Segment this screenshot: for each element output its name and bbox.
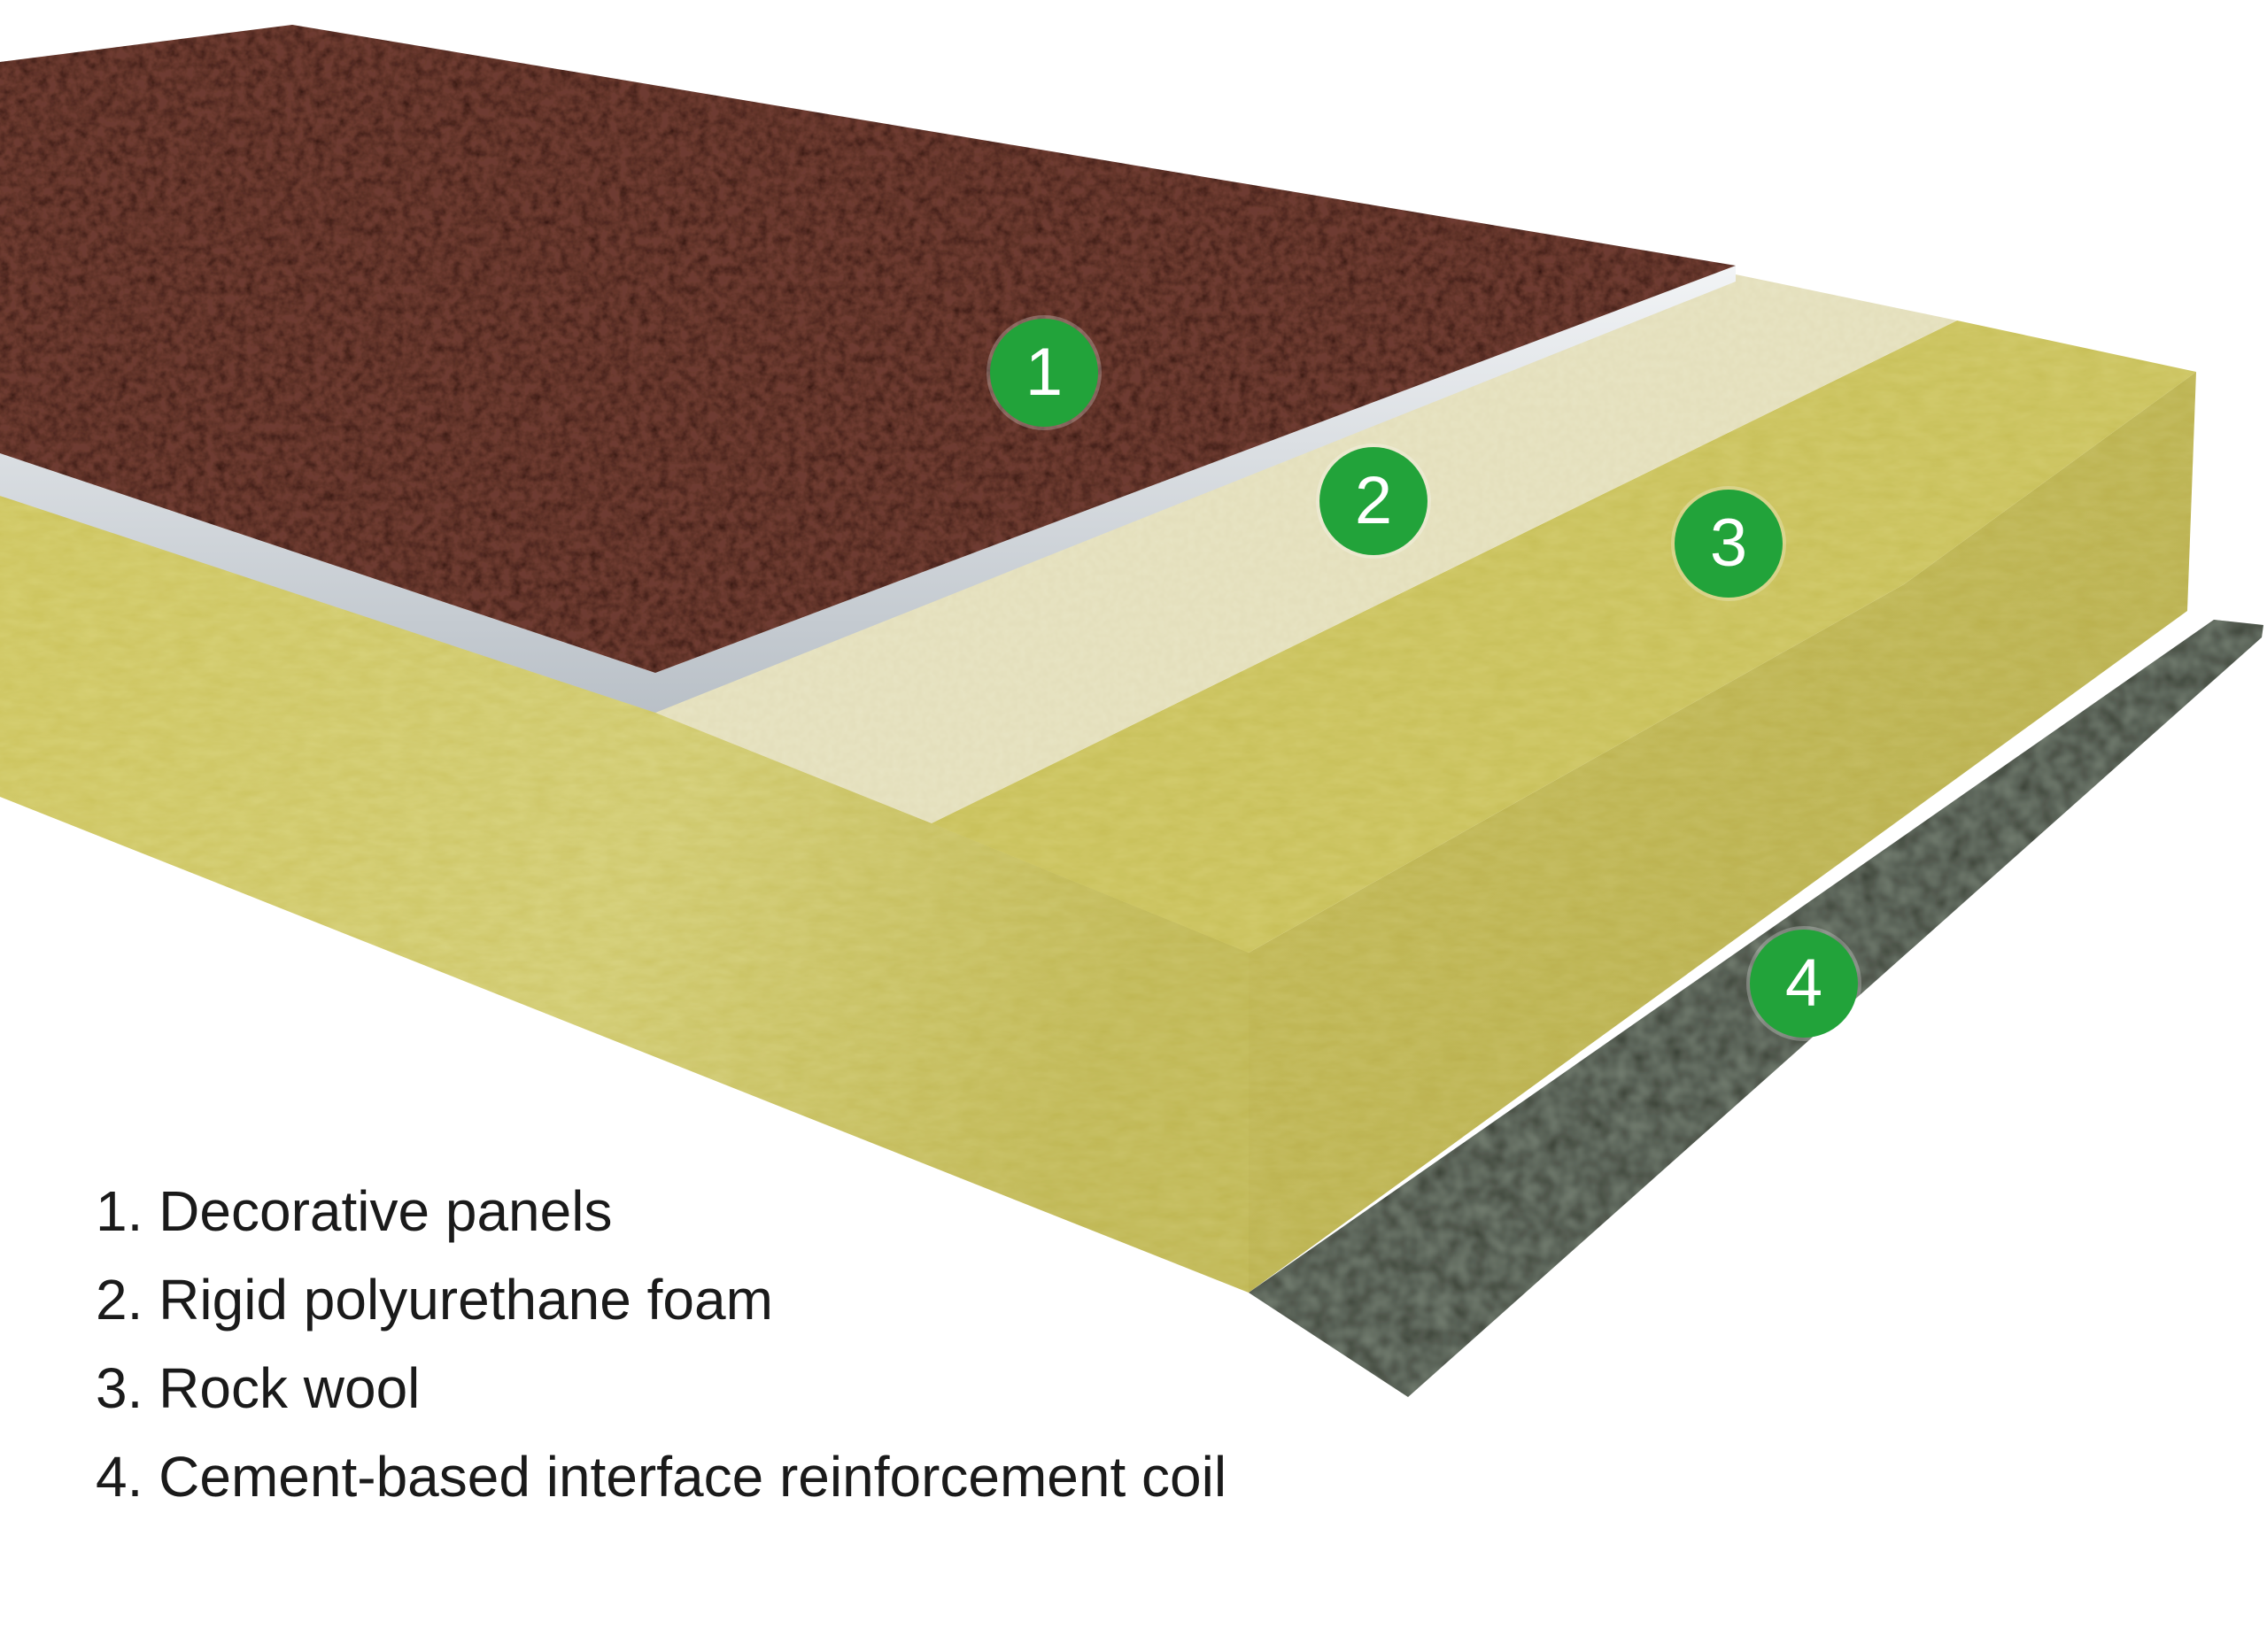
foam-layer — [655, 274, 1957, 823]
rock-wool-top — [932, 320, 2196, 953]
marker-1: 1 — [990, 319, 1098, 427]
marker-4: 4 — [1750, 930, 1858, 1038]
legend-item-3: 3. Rock wool — [96, 1356, 421, 1420]
marker-3: 3 — [1675, 490, 1783, 598]
legend-item-2: 2. Rigid polyurethane foam — [96, 1268, 773, 1332]
legend-item-4: 4. Cement-based interface reinforcement … — [96, 1445, 1227, 1509]
rock-wool-front-face — [0, 496, 1249, 1293]
decorative-panel-top — [0, 25, 1736, 673]
marker-2: 2 — [1319, 447, 1428, 555]
panel-edge-trim — [0, 266, 1736, 713]
legend-item-1: 1. Decorative panels — [96, 1179, 613, 1243]
legend: 1. Decorative panels 2. Rigid polyuretha… — [96, 1167, 1226, 1521]
rock-wool-end-face — [1249, 372, 2196, 1293]
